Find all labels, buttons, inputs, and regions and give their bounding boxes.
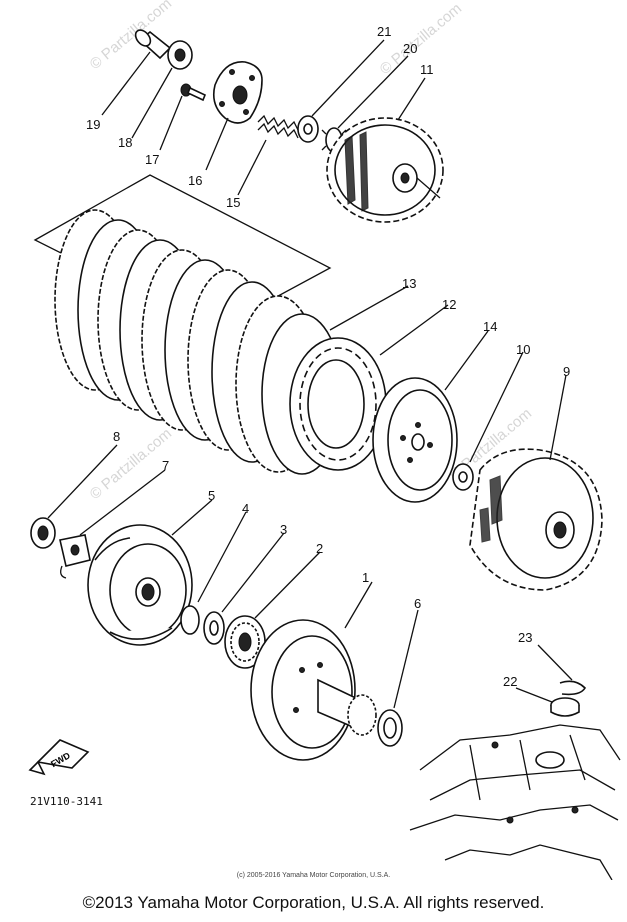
part-22-cap <box>550 697 580 717</box>
callout-9: 9 <box>563 364 570 379</box>
part-14-pressure-disc <box>372 377 458 503</box>
callout-16: 16 <box>188 173 202 188</box>
part-15-spring <box>257 114 299 139</box>
callout-3: 3 <box>280 522 287 537</box>
fwd-arrow: FWD <box>28 739 90 776</box>
watermark: © Partzilla.com <box>87 0 175 73</box>
part-1-clutch-drum <box>250 619 377 761</box>
part-12-friction-plate <box>289 337 387 471</box>
part-7-retainer <box>59 534 91 579</box>
clutch-exploded-diagram: © Partzilla.com © Partzilla.com © Partzi… <box>28 0 621 880</box>
callout-13: 13 <box>402 276 416 291</box>
callout-1: 1 <box>362 570 369 585</box>
crankcase-fragment <box>409 724 621 880</box>
callout-2: 2 <box>316 541 323 556</box>
callout-8: 8 <box>113 429 120 444</box>
callout-14: 14 <box>483 319 497 334</box>
callout-4: 4 <box>242 501 249 516</box>
part-17-bolt <box>180 83 207 102</box>
part-8-seal <box>30 517 56 549</box>
callout-22: 22 <box>503 674 517 689</box>
part-21-washer <box>297 115 319 143</box>
callout-19: 19 <box>86 117 100 132</box>
callout-18: 18 <box>118 135 132 150</box>
callout-17: 17 <box>145 152 159 167</box>
part-4-ring <box>180 605 200 635</box>
callout-5: 5 <box>208 488 215 503</box>
part-9-clutch-housing <box>469 448 603 591</box>
part-19-shaft-bolt <box>134 29 172 60</box>
callout-21: 21 <box>377 24 391 39</box>
callout-10: 10 <box>516 342 530 357</box>
part-3-collar <box>203 611 225 645</box>
part-2-one-way-bearing <box>224 615 266 669</box>
part-23-circlip <box>559 680 587 696</box>
callout-23: 23 <box>518 630 532 645</box>
callout-7: 7 <box>162 458 169 473</box>
part-18-bearing <box>167 40 193 70</box>
part-5-clutch-carrier <box>87 524 193 646</box>
inner-copyright: (c) 2005-2016 Yamaha Motor Corporation, … <box>236 872 391 879</box>
leader-lines <box>47 39 573 709</box>
callout-6: 6 <box>414 596 421 611</box>
callout-11: 11 <box>420 62 434 77</box>
part-11-driven-gear <box>326 117 444 223</box>
callout-15: 15 <box>226 195 240 210</box>
callout-20: 20 <box>403 41 417 56</box>
part-16-pressure-plate <box>212 61 263 124</box>
part-6-washer <box>377 709 403 747</box>
footer-copyright: ©2013 Yamaha Motor Corporation, U.S.A. A… <box>82 893 545 912</box>
callout-12: 12 <box>442 297 456 312</box>
part-10-washer <box>452 463 474 491</box>
diagram-code: 21V110-3141 <box>30 795 103 808</box>
